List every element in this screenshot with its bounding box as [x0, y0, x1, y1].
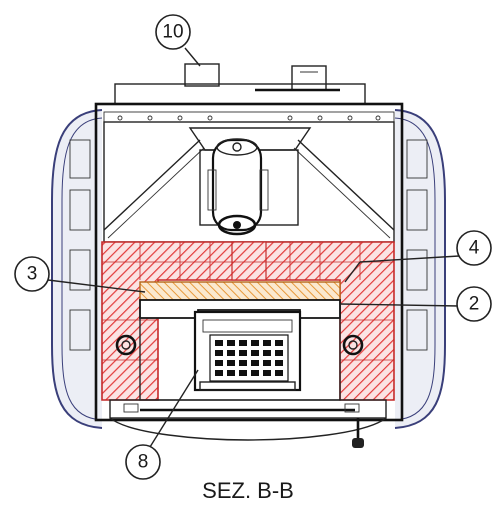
callout-2: 2 [339, 286, 492, 322]
section-caption: SEZ. B-B [202, 478, 294, 503]
base-drawer [109, 399, 387, 448]
callout-10-label: 10 [162, 22, 183, 43]
callout-8: 8 [125, 369, 199, 480]
fan-motor [188, 127, 312, 236]
callout-8-label: 8 [138, 452, 149, 473]
callout-3: 3 [14, 256, 146, 293]
burner-grid [209, 334, 289, 382]
right-side-panel [394, 109, 446, 429]
callout-2-label: 2 [469, 294, 480, 315]
baffle-plate [139, 281, 341, 301]
callout-10: 10 [155, 14, 201, 67]
top-outlets [114, 63, 366, 105]
left-side-panel [51, 109, 103, 429]
callout-4-label: 4 [469, 238, 480, 259]
callout-4: 4 [344, 230, 492, 283]
firebox [115, 299, 364, 401]
callout-3-label: 3 [27, 264, 38, 285]
